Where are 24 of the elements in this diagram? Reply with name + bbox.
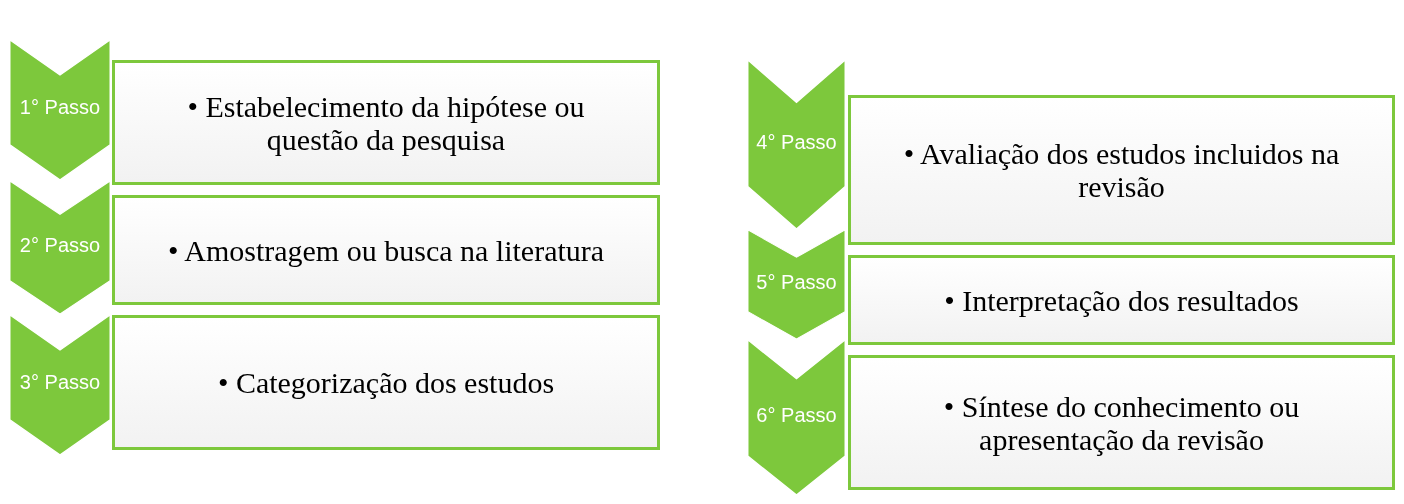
step-box bbox=[112, 195, 660, 305]
step-description: • Interpretação dos resultados bbox=[943, 283, 1300, 317]
step-description: • Síntese do conhecimento ou apresentação da revisão bbox=[942, 389, 1301, 456]
step-box bbox=[848, 95, 1395, 245]
step-marker bbox=[748, 60, 845, 229]
step-marker bbox=[748, 340, 845, 495]
step-marker bbox=[10, 315, 110, 455]
step-marker bbox=[748, 230, 845, 339]
step-description: • Amostragem ou busca na literatura bbox=[166, 233, 606, 267]
step-box bbox=[848, 355, 1395, 490]
step-description: • Categorização dos estudos bbox=[216, 366, 556, 399]
step-label: 3° Passo bbox=[18, 371, 102, 394]
step-description: • Avaliação dos estudos incluidos na revisão bbox=[902, 137, 1341, 203]
step-label: 6° Passo bbox=[755, 403, 838, 427]
step-label: 2° Passo bbox=[18, 233, 102, 257]
step-description: • Estabelecimento da hipótese ou questão da pesquisa bbox=[186, 89, 586, 156]
step-box bbox=[112, 315, 660, 450]
step-label: 5° Passo bbox=[755, 270, 838, 294]
step-box bbox=[112, 60, 660, 185]
step-marker bbox=[10, 40, 110, 180]
step-box bbox=[848, 255, 1395, 345]
step-label: 4° Passo bbox=[755, 130, 838, 154]
step-label: 1° Passo bbox=[18, 96, 102, 119]
step-marker bbox=[10, 181, 110, 314]
